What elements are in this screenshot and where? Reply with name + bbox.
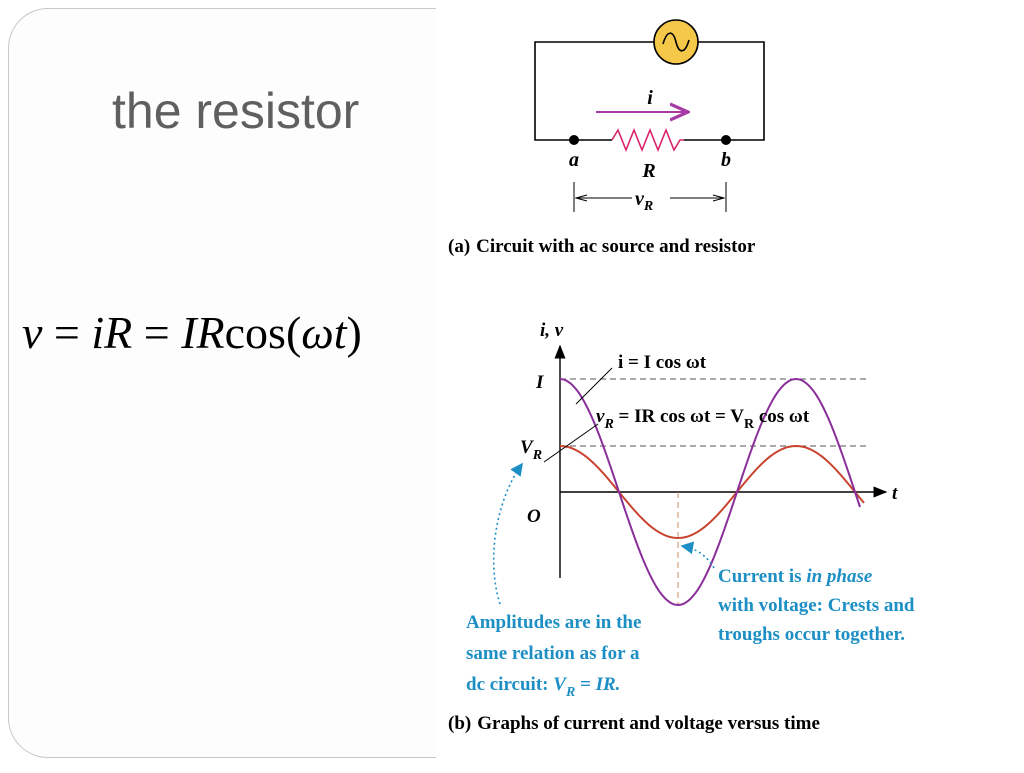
voltage-equation: vR = IR cos ωt = VR cos ωt — [596, 406, 810, 432]
amp-note-line3: dc circuit: VR = IR. — [466, 674, 620, 700]
amp-note-line1: Amplitudes are in the — [466, 612, 641, 633]
ohm-equation: v = iR = IRcos(ωt) — [22, 306, 362, 359]
node-a-dot — [569, 135, 579, 145]
amplitude-annotation-arrow — [492, 462, 523, 605]
voltage-eq-leader — [543, 423, 599, 463]
current-equation: i = I cos ωt — [618, 352, 707, 373]
current-eq-leader — [575, 367, 613, 405]
eq-cos: cos( — [224, 307, 302, 358]
amp-note-line2: same relation as for a — [466, 643, 640, 664]
origin-label: O — [527, 506, 541, 527]
y-axis-label: i, v — [540, 320, 564, 341]
node-b-label: b — [721, 149, 731, 171]
phase-note-line2: with voltage: Crests and — [718, 595, 915, 616]
x-axis-label: t — [892, 483, 898, 504]
node-a-label: a — [569, 149, 579, 171]
current-label: i — [647, 87, 653, 109]
eq-equals-2: = — [132, 307, 182, 358]
eq-equals-1: = — [42, 307, 92, 358]
eq-v: v — [22, 307, 43, 358]
caption-a: (a)Circuit with ac source and resistor — [448, 236, 756, 257]
eq-IR: IR — [181, 307, 225, 358]
phase-note-line3: troughs occur together. — [718, 624, 905, 645]
tick-VR-label: VR — [520, 437, 542, 463]
voltage-label: vR — [635, 188, 653, 214]
eq-t: t — [333, 307, 347, 358]
voltage-curve — [559, 444, 865, 540]
tick-I-label: I — [535, 372, 544, 393]
circuit-wire — [534, 41, 765, 141]
figure-svg: i a b R vR (a)Circuit with ac source and… — [448, 19, 915, 734]
eq-close-paren: ) — [346, 307, 362, 358]
phase-graph: i, v t O I VR i = I cos ωt vR = IR cos ω… — [448, 320, 915, 734]
circuit-diagram: i a b R vR (a)Circuit with ac source and… — [448, 19, 765, 257]
sine-wave-icon — [662, 32, 690, 52]
resistor-label: R — [641, 160, 655, 182]
caption-b: (b)Graphs of current and voltage versus … — [448, 713, 820, 734]
phase-annotation-arrow — [680, 541, 715, 569]
eq-omega: ω — [301, 307, 334, 358]
slide-title: the resistor — [112, 83, 360, 139]
node-b-dot — [721, 135, 731, 145]
current-curve — [559, 377, 861, 607]
resistor-zigzag-icon — [611, 127, 684, 153]
eq-iR: iR — [91, 307, 133, 358]
textbook-figure: i a b R vR (a)Circuit with ac source and… — [436, 0, 1024, 768]
phase-note-line1: Current is in phase — [718, 566, 873, 587]
